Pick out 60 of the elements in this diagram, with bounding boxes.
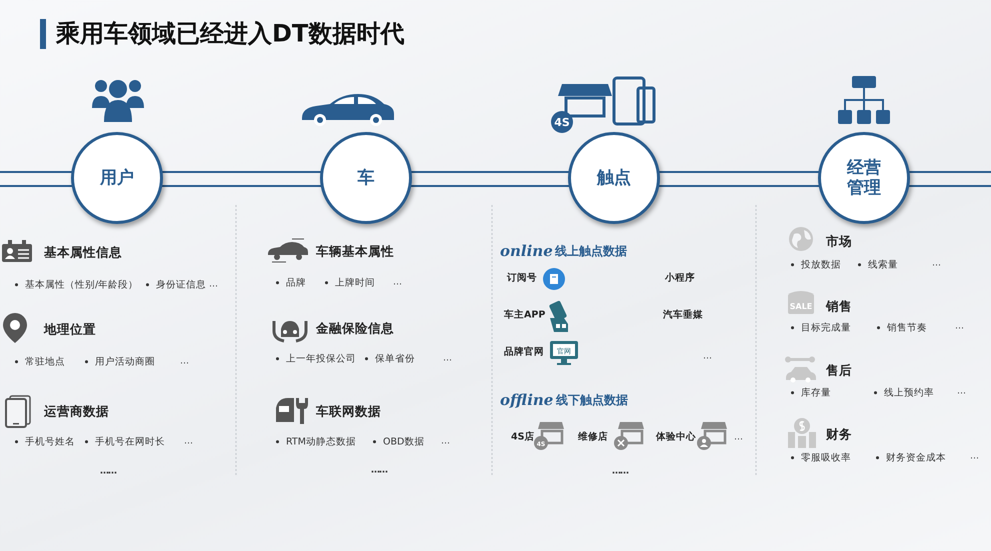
section-heading: 线上触点数据 (555, 244, 627, 258)
section-heading: 财务 (826, 426, 852, 442)
more-marker: …… (371, 466, 387, 476)
section-heading: 基本属性信息 (44, 244, 122, 260)
list-item: 身份证信息 (145, 279, 206, 291)
more-marker: …… (612, 466, 628, 478)
ellipsis: … (734, 432, 743, 444)
section-heading: 售后 (826, 362, 852, 378)
list-item: 目标完成量 (790, 322, 851, 334)
touchpoint-label: 订阅号 (507, 272, 537, 284)
list-item: 上一年投保公司 (275, 353, 356, 365)
list-item: 常驻地点 (14, 356, 65, 368)
list-item: 销售节奏 (876, 322, 927, 334)
ellipsis: … (970, 452, 979, 462)
list-item: 线索量 (857, 259, 898, 271)
touchpoint-label: 品牌官网 (504, 346, 544, 358)
touchpoint-label: 车主APP (504, 309, 546, 321)
list-item: 品牌 (275, 277, 306, 289)
section-heading: 运营商数据 (44, 404, 109, 418)
touchpoint-label: 4S店 (511, 431, 534, 443)
list-item: 上牌时间 (324, 277, 375, 289)
section-heading: 线下触点数据 (556, 392, 628, 408)
list-item: 线上预约率 (873, 387, 934, 399)
list-item: 库存量 (790, 387, 831, 399)
section-heading: 金融保险信息 (316, 320, 394, 336)
category-label: 触点 (597, 168, 631, 188)
list-item: 手机号姓名 (14, 436, 75, 448)
touchpoint-label: 小程序 (665, 272, 695, 284)
section-heading: 地理位置 (44, 322, 96, 336)
ellipsis: … (703, 352, 712, 362)
ellipsis: … (180, 356, 189, 368)
title: 乘用车领域已经进入DT数据时代 (56, 20, 404, 48)
section-heading: 销售 (826, 298, 852, 314)
category-label: 经营管理 (846, 158, 882, 198)
ellipsis: … (955, 322, 964, 332)
touchpoint-label: 维修店 (578, 431, 608, 443)
list-item: 手机号在网时长 (84, 436, 165, 448)
ellipsis: … (393, 278, 402, 288)
more-marker: …… (100, 466, 116, 478)
list-item: 基本属性（性别/年龄段） (14, 279, 138, 291)
category-label: 车 (358, 168, 374, 188)
section-heading: offline (500, 391, 554, 409)
ellipsis: … (443, 354, 452, 364)
list-item: 保单省份 (364, 353, 415, 365)
list-item: RTM动静态数据 (275, 436, 356, 448)
touchpoint-label: 体验中心 (656, 431, 696, 443)
touchpoint-label: 汽车垂媒 (663, 309, 703, 321)
list-item: 零服吸收率 (790, 452, 851, 464)
ellipsis: … (957, 386, 966, 398)
category-label: 用户 (100, 168, 134, 188)
list-item: OBD数据 (372, 436, 424, 448)
ellipsis: … (441, 436, 450, 448)
list-item: 财务资金成本 (875, 452, 946, 464)
list-item: 投放数据 (790, 259, 841, 271)
list-item: 用户活动商圈 (84, 356, 155, 368)
ellipsis: … (209, 280, 218, 290)
section-heading: 车联网数据 (316, 404, 381, 418)
ellipsis: … (184, 436, 193, 448)
section-heading: online (500, 242, 553, 260)
ellipsis: … (932, 258, 941, 270)
